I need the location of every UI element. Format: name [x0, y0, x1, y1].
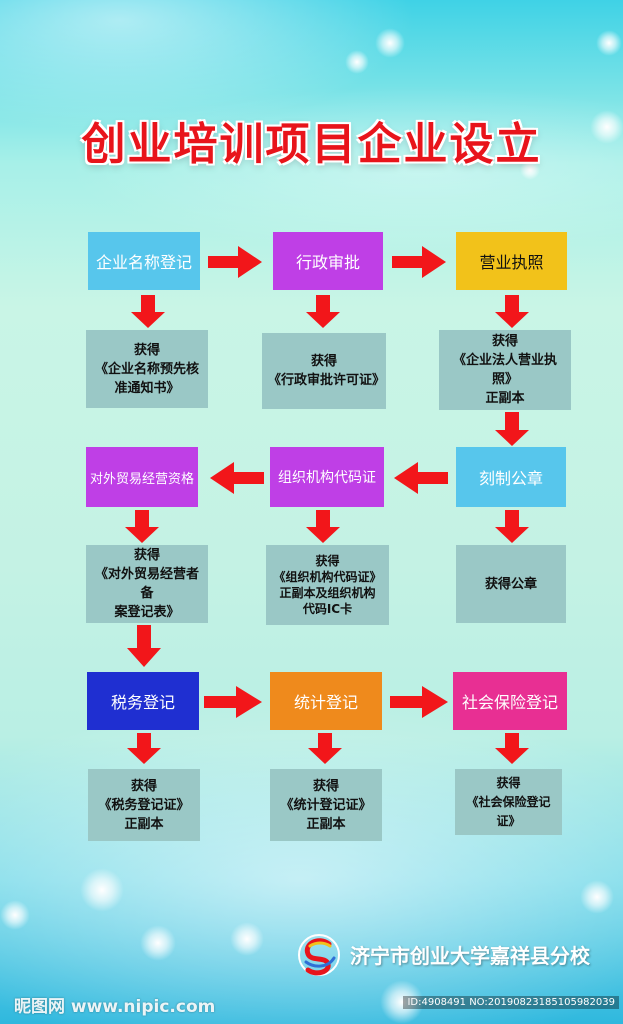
school-name: 济宁市创业大学嘉祥县分校: [350, 944, 590, 968]
result-statistics-certificate: 获得 《统计登记证》 正副本: [270, 769, 382, 841]
arrow-down: [127, 625, 161, 667]
result-name-notice: 获得 《企业名称预先核 准通知书》: [86, 330, 208, 408]
step-label: 对外贸易经营资格: [90, 471, 195, 487]
result-foreign-trade-record: 获得 《对外贸易经营者备 案登记表》: [86, 545, 208, 623]
result-text: 获得公章: [484, 576, 537, 592]
result-approval-permit: 获得 《行政审批许可证》: [262, 333, 386, 409]
result-tax-certificate: 获得 《税务登记证》 正副本: [88, 769, 200, 841]
step-company-name-registration: 企业名称登记: [88, 232, 200, 290]
step-label: 组织机构代码证: [278, 470, 376, 486]
result-social-insurance-certificate: 获得 《社会保险登记证》: [455, 769, 562, 835]
arrow-down: [495, 295, 529, 328]
watermark-id: ID:4908491 NO:20190823185105982039: [403, 996, 619, 1009]
step-business-license: 营业执照: [456, 232, 567, 290]
arrow-left: [394, 462, 448, 494]
sparkle: [380, 980, 424, 1024]
arrow-down: [125, 510, 159, 543]
step-label: 税务登记: [110, 693, 175, 712]
result-text: 获得 《行政审批许可证》: [268, 354, 386, 388]
result-business-license: 获得 《企业法人营业执照》 正副本: [439, 330, 571, 410]
arrow-down: [308, 733, 342, 764]
step-official-seal: 刻制公章: [456, 447, 566, 507]
arrow-down: [495, 733, 529, 764]
watermark-site: 昵图网 www.nipic.com: [14, 997, 216, 1017]
step-label: 营业执照: [479, 253, 544, 272]
result-text: 获得 《统计登记证》 正副本: [280, 778, 372, 832]
sparkle: [596, 30, 622, 56]
sparkle: [140, 925, 176, 961]
step-label: 企业名称登记: [95, 253, 192, 272]
step-label: 社会保险登记: [461, 693, 558, 712]
arrow-right: [390, 686, 448, 718]
poster-title: 创业培训项目企业设立: [81, 119, 542, 170]
school-logo-icon: [298, 934, 340, 976]
sparkle: [590, 110, 623, 144]
arrow-down: [306, 510, 340, 543]
result-text: 获得 《社会保险登记证》: [466, 775, 551, 828]
step-tax-registration: 税务登记: [87, 672, 199, 730]
result-text: 获得 《企业名称预先核 准通知书》: [94, 342, 199, 396]
sparkle: [375, 28, 405, 58]
step-label: 统计登记: [293, 693, 358, 712]
step-social-insurance-registration: 社会保险登记: [453, 672, 567, 730]
step-organization-code: 组织机构代码证: [270, 447, 384, 507]
result-text: 获得 《企业法人营业执照》 正副本: [452, 334, 557, 406]
arrow-down: [495, 510, 529, 543]
result-text: 获得 《税务登记证》 正副本: [98, 778, 190, 832]
step-statistics-registration: 统计登记: [270, 672, 382, 730]
step-administrative-approval: 行政审批: [273, 232, 383, 290]
arrow-down: [131, 295, 165, 328]
result-text: 获得 《对外贸易经营者备 案登记表》: [94, 548, 199, 620]
arrow-down: [495, 412, 529, 446]
arrow-down: [306, 295, 340, 328]
sparkle: [520, 160, 540, 180]
step-label: 行政审批: [295, 253, 360, 272]
sparkle: [80, 868, 124, 912]
result-text: 获得 《组织机构代码证》 正副本及组织机构 代码IC卡: [273, 554, 382, 616]
arrow-left: [210, 462, 264, 494]
sparkle: [345, 50, 369, 74]
arrow-right: [392, 246, 446, 278]
arrow-right: [204, 686, 262, 718]
sparkle: [0, 900, 30, 930]
step-foreign-trade-qualification: 对外贸易经营资格: [86, 447, 198, 507]
sparkle: [580, 880, 614, 914]
arrow-down: [127, 733, 161, 764]
result-seal: 获得公章: [456, 545, 566, 623]
sparkle: [230, 922, 264, 956]
arrow-right: [208, 246, 262, 278]
result-organization-code: 获得 《组织机构代码证》 正副本及组织机构 代码IC卡: [266, 545, 389, 625]
step-label: 刻制公章: [478, 469, 543, 488]
